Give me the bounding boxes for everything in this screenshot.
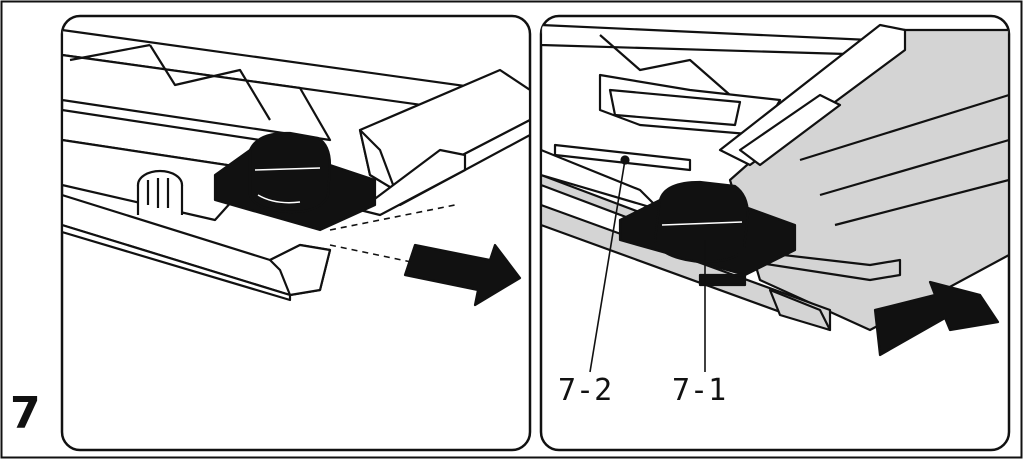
callout-label-7-2: 7-2: [558, 373, 613, 408]
right-illustration: [541, 23, 1009, 373]
push-arrow-icon: [873, 280, 1000, 357]
pull-arrow-icon: [403, 243, 522, 307]
right-panel: [539, 14, 1011, 452]
step-number: 7: [10, 388, 41, 439]
left-panel: [60, 14, 532, 452]
left-illustration: [62, 28, 530, 307]
callout-label-7-1: 7-1: [672, 373, 727, 408]
leader-7-2: [589, 159, 626, 373]
